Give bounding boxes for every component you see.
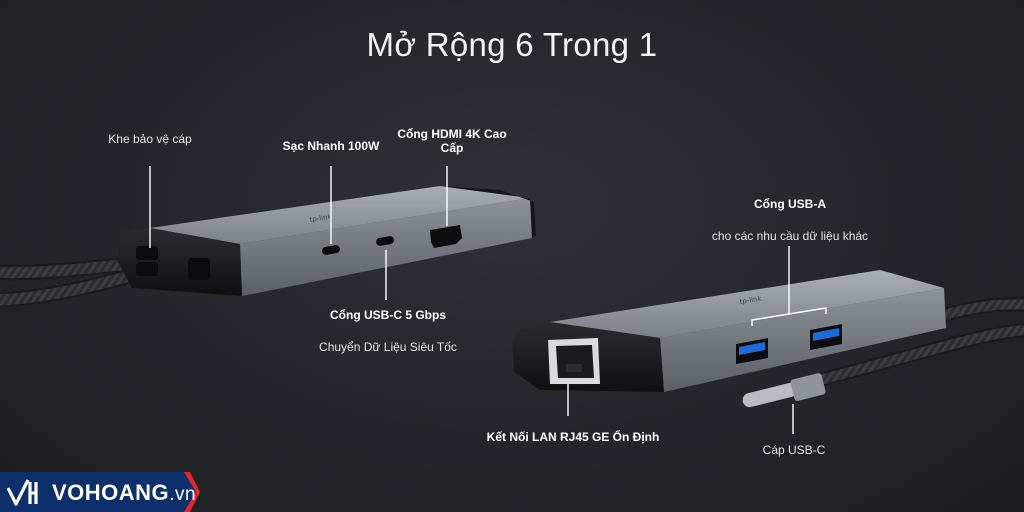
brand-name-tld: .vn xyxy=(169,484,197,505)
label-usba: Cổng USB-A xyxy=(754,197,826,211)
brand-name-main: VOHOANG xyxy=(52,480,170,505)
right-hub-usba-port-1 xyxy=(736,338,768,364)
right-hub-rj45-port xyxy=(548,338,600,384)
label-usbc-port-desc: Chuyển Dữ Liệu Siêu Tốc xyxy=(319,340,457,354)
usbc-cable-connector xyxy=(742,373,826,408)
page-title: Mở Rộng 6 Trong 1 xyxy=(366,26,658,63)
label-usbc-port: Cổng USB-C 5 Gbps xyxy=(330,308,446,322)
brand-name: VOHOANG.vn xyxy=(52,480,196,506)
left-hub-usbc-data-port xyxy=(376,236,394,246)
svg-text:tp-link: tp-link xyxy=(309,212,333,224)
svg-text:tp-link: tp-link xyxy=(739,294,763,306)
left-hub-hdmi-port xyxy=(430,225,462,248)
brand-logo-icon xyxy=(6,479,38,506)
label-usba-desc: cho các nhu cầu dữ liệu khác xyxy=(711,229,869,243)
label-cable-guard: Khe bảo vệ cáp xyxy=(108,132,192,146)
label-usbc-cable: Cáp USB-C xyxy=(762,443,826,457)
label-hdmi: Cổng HDMI 4K Cao Cấp xyxy=(397,127,507,155)
label-fast-charge: Sạc Nhanh 100W xyxy=(282,139,380,153)
label-lan: Kết Nối LAN RJ45 GE Ổn Định xyxy=(486,430,660,444)
brand-bar xyxy=(0,472,200,512)
left-hub-usbc-charge-port xyxy=(322,245,340,255)
right-hub-usba-port-2 xyxy=(810,324,842,350)
left-hub: tp-link xyxy=(118,186,536,296)
